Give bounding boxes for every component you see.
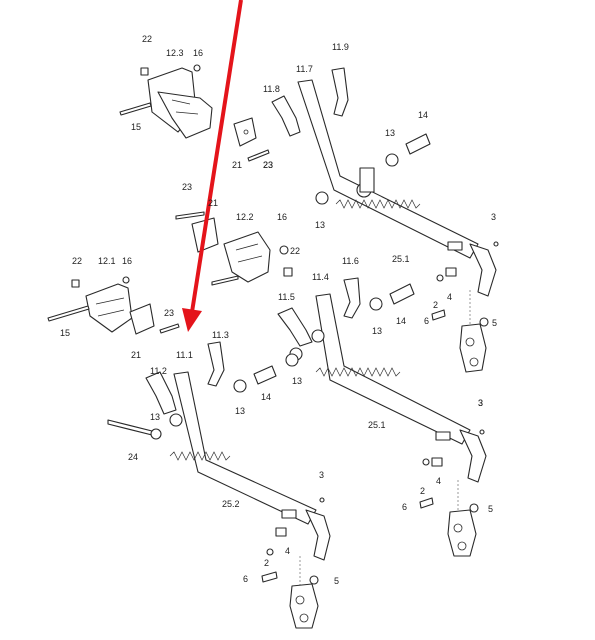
- label-21: 21: [131, 350, 141, 360]
- label-5: 5: [488, 504, 493, 514]
- label-11-1: 11.1: [176, 350, 193, 360]
- label-14: 14: [418, 110, 428, 120]
- pointer-arrow: [182, 0, 243, 332]
- label-2: 2: [420, 486, 425, 496]
- label-4: 4: [447, 292, 452, 302]
- label-14: 14: [261, 392, 271, 402]
- label-25-2: 25.2: [222, 499, 240, 509]
- label-23: 23: [164, 308, 174, 318]
- label-24: 24: [128, 452, 138, 462]
- label-11-4: 11.4: [312, 272, 329, 282]
- label-12-1: 12.1: [98, 256, 116, 266]
- label-11-3: 11.3: [212, 330, 229, 340]
- label-16: 16: [193, 48, 203, 58]
- label-4: 4: [436, 476, 441, 486]
- label-11-6: 11.6: [342, 256, 359, 266]
- label-6: 6: [424, 316, 429, 326]
- label-15: 15: [60, 328, 70, 338]
- label-13: 13: [385, 128, 395, 138]
- label-15: 15: [131, 122, 141, 132]
- label-16: 16: [122, 256, 132, 266]
- bracket-assembly-12-2: [175, 211, 293, 286]
- label-2: 2: [433, 300, 438, 310]
- label-5: 5: [334, 576, 339, 586]
- label-23: 23: [182, 182, 192, 192]
- label-22: 22: [290, 246, 300, 256]
- label-3: 3: [478, 398, 483, 408]
- label-23: 23: [263, 160, 273, 170]
- bracket-assembly-12-1: [47, 276, 180, 335]
- label-21: 21: [208, 198, 218, 208]
- frame-top-right: [271, 67, 499, 373]
- label-3: 3: [491, 212, 496, 222]
- part-labels: 22 12.3 16 15 21 23 11.9 11.7 11.8 23 14…: [60, 34, 497, 586]
- label-13: 13: [372, 326, 382, 336]
- label-4: 4: [285, 546, 290, 556]
- frame-middle-right: [277, 277, 487, 557]
- bracket-assembly-12-3: [119, 64, 270, 162]
- label-16: 16: [277, 212, 287, 222]
- label-13: 13: [150, 412, 160, 422]
- label-3: 3: [319, 470, 324, 480]
- label-22: 22: [142, 34, 152, 44]
- label-11-9: 11.9: [332, 42, 349, 52]
- label-14: 14: [396, 316, 406, 326]
- label-12-3: 12.3: [166, 48, 184, 58]
- label-5: 5: [492, 318, 497, 328]
- label-11-7: 11.7: [296, 64, 313, 74]
- label-23: 23: [263, 160, 273, 170]
- label-11-5: 11.5: [278, 292, 295, 302]
- label-11-2: 11.2: [150, 366, 167, 376]
- frame-lower-left: [107, 341, 331, 629]
- label-22: 22: [72, 256, 82, 266]
- label-2: 2: [264, 558, 269, 568]
- label-12-2: 12.2: [236, 212, 254, 222]
- label-13: 13: [315, 220, 325, 230]
- label-13: 13: [235, 406, 245, 416]
- label-6: 6: [402, 502, 407, 512]
- label-25-1: 25.1: [392, 254, 410, 264]
- label-6: 6: [243, 574, 248, 584]
- label-13: 13: [292, 376, 302, 386]
- label-25-1: 25.1: [368, 420, 386, 430]
- label-3: 3: [478, 398, 483, 408]
- label-11-8: 11.8: [263, 84, 280, 94]
- label-21: 21: [232, 160, 242, 170]
